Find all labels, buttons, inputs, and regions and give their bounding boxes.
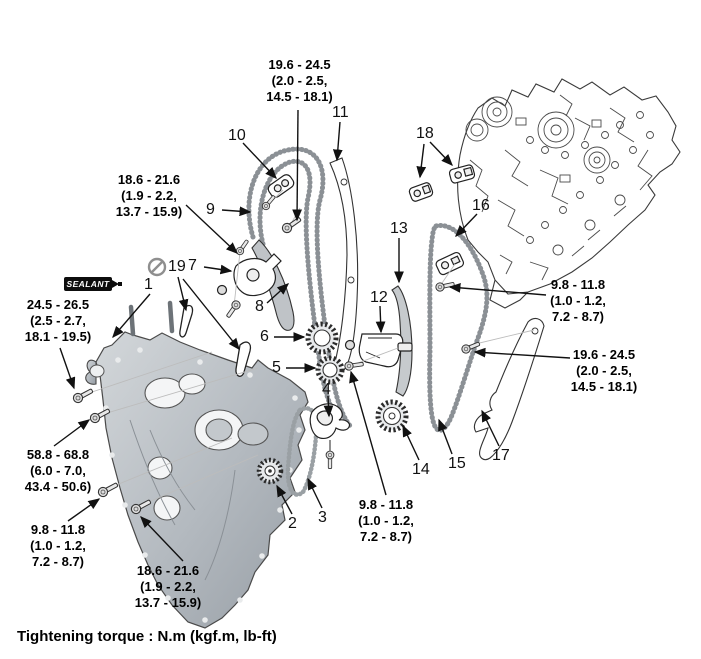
torque-line: 19.6 - 24.5	[268, 57, 331, 72]
callout-17: 17	[492, 447, 510, 464]
torque-label-right-lower: 19.6 - 24.5 (2.0 - 2.5, 14.5 - 18.1)	[548, 347, 660, 395]
torque-line: (1.9 - 2.2,	[140, 579, 196, 594]
torque-line: 24.5 - 26.5	[26, 297, 90, 312]
callout-5: 5	[272, 359, 281, 376]
torque-line: 18.1 - 19.5)	[24, 329, 92, 344]
chain-tensioner-left-drawing	[216, 253, 282, 297]
callout-18: 18	[416, 125, 434, 142]
callout-11: 11	[332, 104, 349, 121]
callout-1: 1	[144, 276, 153, 293]
chain-tensioner-top-drawing	[267, 174, 295, 198]
tightening-torque-note: Tightening torque : N.m (kgf.m, lb-ft)	[17, 628, 277, 645]
callout-7: 7	[188, 257, 197, 274]
torque-line: 14.5 - 18.1)	[266, 89, 333, 104]
sprockets-drawing	[256, 321, 409, 485]
callout-3: 3	[318, 509, 327, 526]
callout-19: 19	[168, 258, 186, 275]
torque-line: (2.0 - 2.5,	[576, 363, 632, 378]
callout-9: 9	[206, 201, 215, 218]
callout-16: 16	[472, 197, 490, 214]
tensioner-arm-drawing	[309, 403, 351, 451]
chain-tensioner-right-drawing	[435, 251, 465, 276]
torque-line: 7.2 - 8.7)	[551, 309, 605, 324]
sealant-badge: SEALANT	[64, 277, 122, 291]
callout-13: 13	[390, 220, 408, 237]
torque-line: (1.0 - 1.2,	[358, 513, 414, 528]
callout-6: 6	[260, 328, 269, 345]
callout-15: 15	[448, 455, 466, 472]
torque-line: (2.5 - 2.7,	[30, 313, 86, 328]
sealant-badge-label: SEALANT	[66, 279, 110, 289]
torque-line: 13.7 - 15.9)	[134, 595, 202, 610]
torque-label-bottom-center: 9.8 - 11.8 (1.0 - 1.2, 7.2 - 8.7)	[330, 497, 442, 545]
callout-2: 2	[288, 515, 297, 532]
torque-line: 18.6 - 21.6	[136, 563, 200, 578]
torque-line: (6.0 - 7.0,	[30, 463, 86, 478]
torque-line: 14.5 - 18.1)	[570, 379, 638, 394]
do-not-reuse-icon	[147, 257, 167, 277]
leader-lines	[53, 109, 571, 562]
torque-line: (1.0 - 1.2,	[550, 293, 606, 308]
torque-line: 9.8 - 11.8	[30, 522, 86, 537]
torque-line: 18.6 - 21.6	[117, 172, 181, 187]
torque-label-left-mid: 24.5 - 26.5 (2.5 - 2.7, 18.1 - 19.5)	[8, 297, 108, 345]
callout-4: 4	[322, 381, 331, 398]
torque-label-right-upper: 9.8 - 11.8 (1.0 - 1.2, 7.2 - 8.7)	[524, 277, 632, 325]
torque-label-bottom-left: 18.6 - 21.6 (1.9 - 2.2, 13.7 - 15.9)	[112, 563, 224, 611]
torque-line: (2.0 - 2.5,	[271, 73, 328, 88]
callout-8: 8	[255, 298, 264, 315]
torque-line: 58.8 - 68.8	[26, 447, 90, 462]
assembly-axes	[79, 189, 535, 508]
torque-line: 7.2 - 8.7)	[31, 554, 85, 569]
torque-label-top: 19.6 - 24.5 (2.0 - 2.5, 14.5 - 18.1)	[247, 57, 352, 105]
torque-line: (1.9 - 2.2,	[121, 188, 177, 203]
torque-label-left-upper: 18.6 - 21.6 (1.9 - 2.2, 13.7 - 15.9)	[95, 172, 203, 220]
torque-line: 9.8 - 11.8	[358, 497, 414, 512]
cmp-sensors-drawing	[408, 164, 476, 202]
callout-10: 10	[228, 127, 246, 144]
torque-line: 13.7 - 15.9)	[115, 204, 183, 219]
torque-label-left-bottom: 9.8 - 11.8 (1.0 - 1.2, 7.2 - 8.7)	[10, 522, 106, 570]
torque-line: 9.8 - 11.8	[550, 277, 606, 292]
torque-line: 43.4 - 50.6)	[24, 479, 92, 494]
callout-14: 14	[412, 461, 430, 478]
torque-label-left-lower: 58.8 - 68.8 (6.0 - 7.0, 43.4 - 50.6)	[8, 447, 108, 495]
torque-line: 7.2 - 8.7)	[359, 529, 413, 544]
torque-line: 19.6 - 24.5	[572, 347, 636, 362]
timing-cover-drawing	[85, 300, 309, 629]
engine-block-drawing	[457, 78, 681, 309]
torque-line: (1.0 - 1.2,	[30, 538, 86, 553]
guide-wedges-drawing	[179, 304, 252, 377]
callout-12: 12	[370, 289, 388, 306]
